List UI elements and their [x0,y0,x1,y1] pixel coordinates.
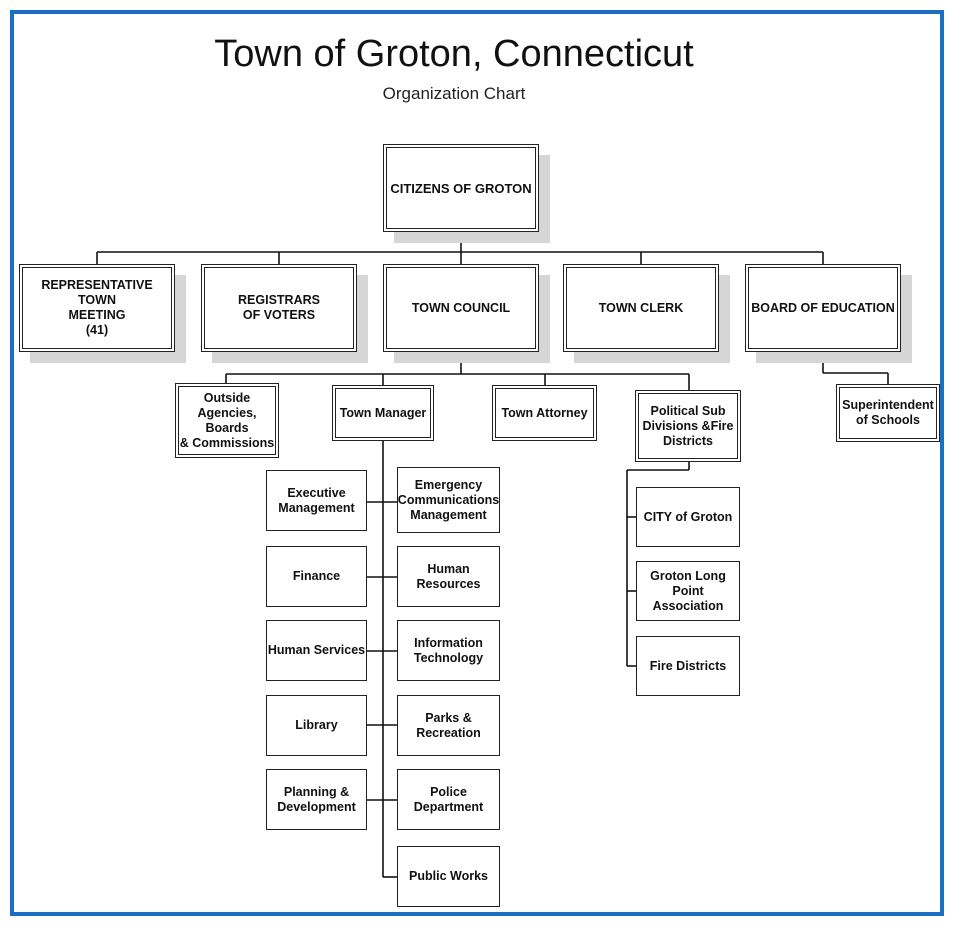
human-services-box: Human Services [266,620,367,681]
emergency-communications-box: Emergency Communications Management [397,467,500,533]
representative-town-meeting-box: REPRESENTATIVE TOWN MEETING (41) [19,264,175,352]
fire-districts-box: Fire Districts [636,636,740,696]
executive-management-box: Executive Management [266,470,367,531]
citizens-of-groton-box: CITIZENS OF GROTON [383,144,539,232]
planning-development-box: Planning & Development [266,769,367,830]
police-department-box: Police Department [397,769,500,830]
finance-box: Finance [266,546,367,607]
town-attorney-box: Town Attorney [492,385,597,441]
town-council-box: TOWN COUNCIL [383,264,539,352]
library-box: Library [266,695,367,756]
human-resources-box: Human Resources [397,546,500,607]
groton-long-point-box: Groton Long Point Association [636,561,740,621]
parks-recreation-box: Parks & Recreation [397,695,500,756]
board-of-education-box: BOARD OF EDUCATION [745,264,901,352]
town-manager-box: Town Manager [332,385,434,441]
information-technology-box: Information Technology [397,620,500,681]
political-subdivisions-box: Political Sub Divisions &Fire Districts [635,390,741,462]
registrars-of-voters-box: REGISTRARS OF VOTERS [201,264,357,352]
page-title: Town of Groton, Connecticut [214,33,694,75]
page-subtitle: Organization Chart [382,84,526,103]
city-of-groton-box: CITY of Groton [636,487,740,547]
outside-agencies-box: Outside Agencies, Boards & Commissions [175,383,279,458]
town-clerk-box: TOWN CLERK [563,264,719,352]
superintendent-of-schools-box: Superintendent of Schools [836,384,940,442]
public-works-box: Public Works [397,846,500,907]
